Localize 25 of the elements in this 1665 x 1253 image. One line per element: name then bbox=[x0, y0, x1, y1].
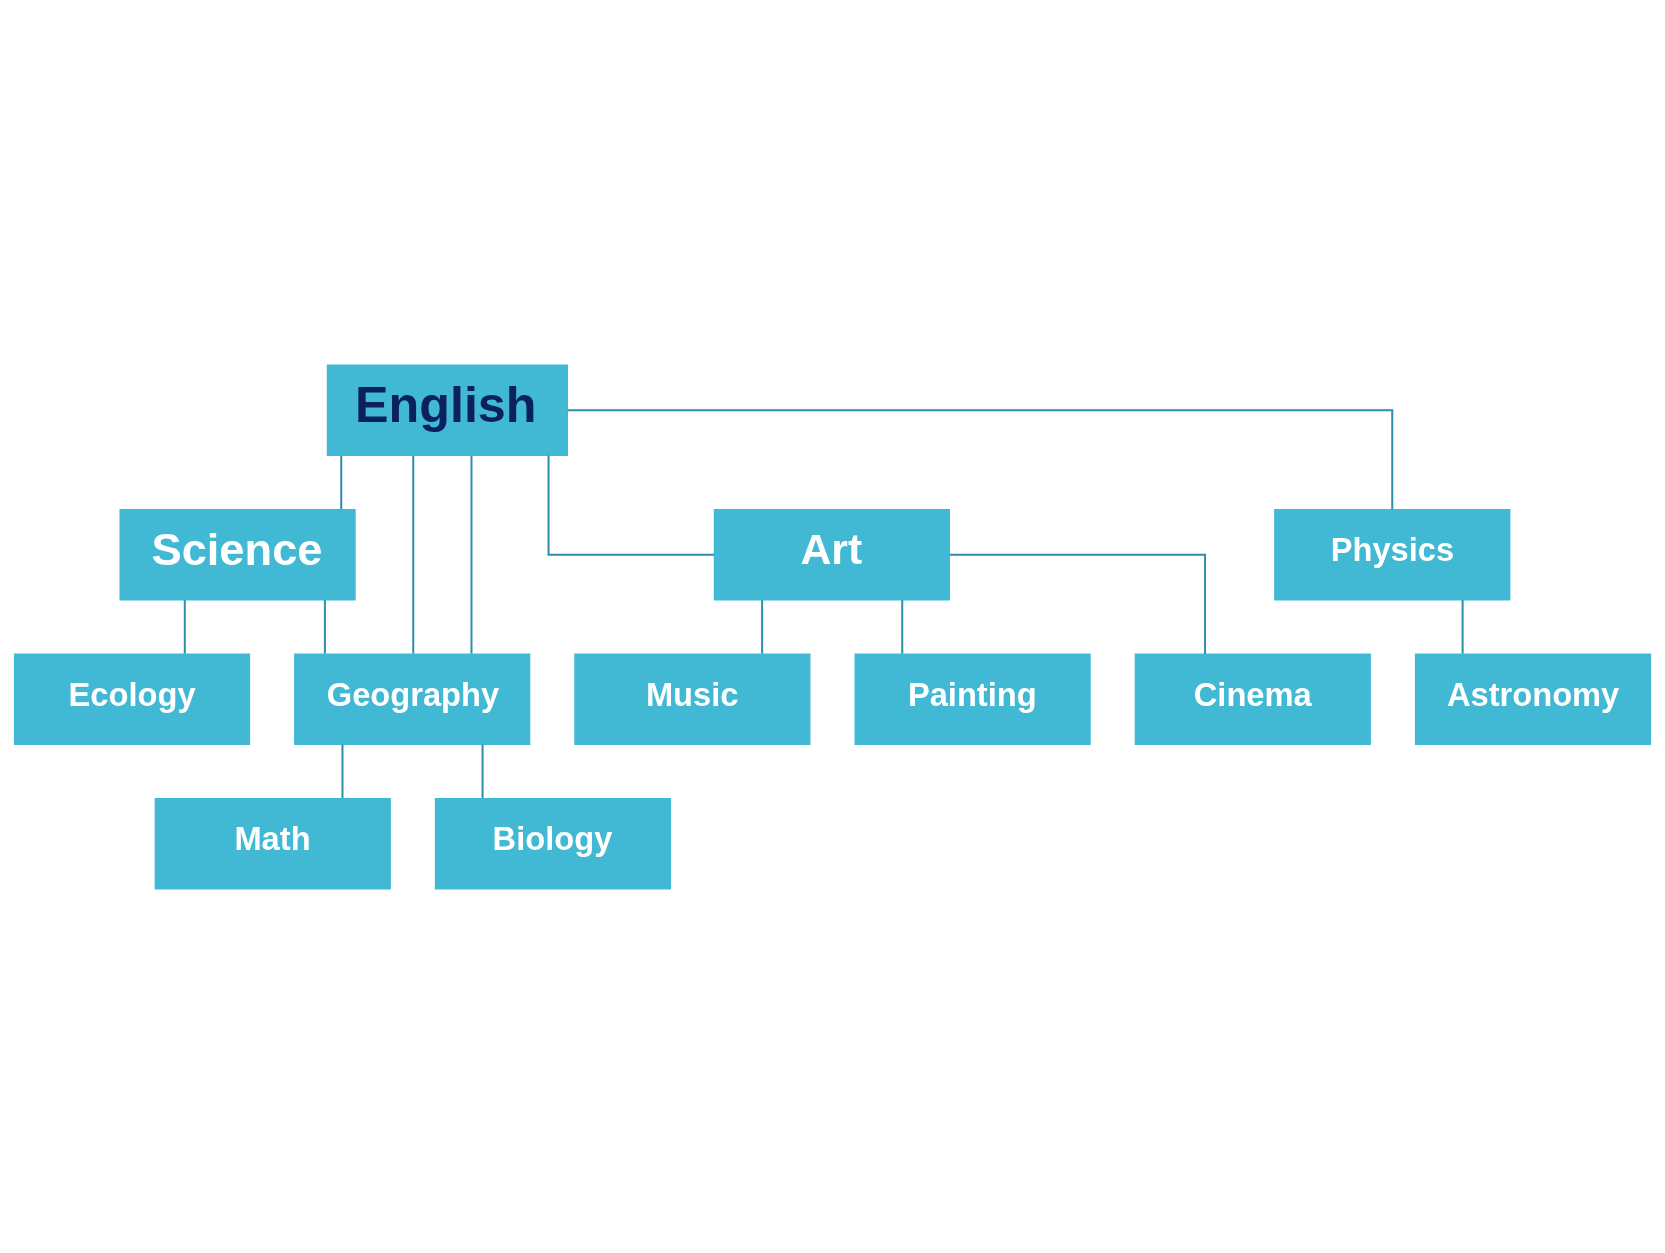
connector bbox=[323, 599, 326, 654]
connector bbox=[547, 455, 715, 556]
node-box: Art bbox=[713, 508, 950, 601]
node-box: Geography bbox=[294, 652, 531, 745]
node-box: Painting bbox=[854, 652, 1091, 745]
node-box: English bbox=[326, 363, 568, 456]
node-box: Math bbox=[154, 797, 391, 890]
connector bbox=[481, 744, 484, 798]
node-box: Music bbox=[574, 652, 811, 745]
node-box: Biology bbox=[434, 797, 672, 890]
connector bbox=[567, 408, 1394, 509]
connector bbox=[901, 599, 904, 654]
connector bbox=[470, 455, 473, 654]
connector bbox=[341, 744, 344, 798]
connector bbox=[340, 455, 343, 509]
node-box: Ecology bbox=[13, 652, 251, 745]
connector bbox=[761, 599, 764, 654]
node-box: Astronomy bbox=[1414, 652, 1652, 745]
connector bbox=[1461, 599, 1464, 654]
node-box: Science bbox=[119, 508, 356, 601]
connector bbox=[412, 455, 415, 654]
node-box: Cinema bbox=[1134, 652, 1371, 745]
connector bbox=[949, 553, 1207, 654]
connector bbox=[183, 599, 186, 654]
node-box: Physics bbox=[1274, 508, 1511, 601]
